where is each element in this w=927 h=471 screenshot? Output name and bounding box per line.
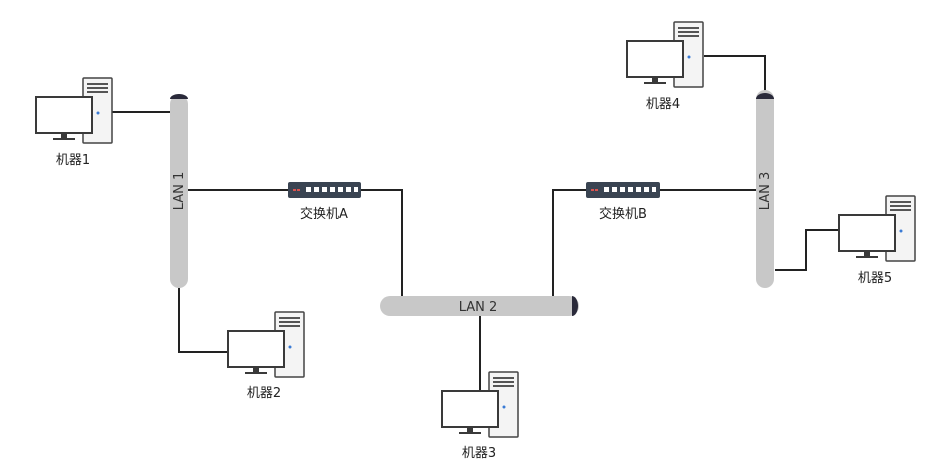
lan1-label: LAN 1: [172, 172, 187, 211]
computer-icon: [838, 195, 916, 262]
switch-b: 交换机B: [586, 182, 660, 222]
computer-icon: [626, 21, 704, 88]
machine-5-label: 机器5: [858, 271, 892, 286]
switch-a-label: 交换机A: [300, 206, 348, 222]
lan2-bus: LAN 2: [380, 296, 579, 316]
machine-2-label: 机器2: [247, 386, 281, 401]
lan3-bus: LAN 3: [756, 90, 774, 288]
link-lan1-m2: [178, 288, 228, 353]
machine-1: 机器1: [35, 77, 113, 168]
lan1-bus: LAN 1: [170, 94, 188, 288]
link-lan2-switchB: [552, 189, 588, 298]
machine-5: 机器5: [838, 195, 916, 286]
machine-3: 机器3: [441, 371, 519, 461]
link-m4-lan3: [704, 55, 766, 95]
machine-4: 机器4: [626, 21, 704, 112]
machine-3-label: 机器3: [462, 446, 496, 461]
computer-icon: [227, 311, 305, 378]
link-switchA-lan2: [360, 189, 403, 298]
connection-lines: [112, 55, 840, 392]
machine-4-label: 机器4: [646, 97, 680, 112]
switch-a: 交换机A: [288, 182, 361, 222]
link-lan3-m5: [775, 229, 840, 271]
computer-icon: [441, 371, 519, 438]
machine-1-label: 机器1: [56, 153, 90, 168]
switch-b-label: 交换机B: [599, 206, 647, 222]
machine-2: 机器2: [227, 311, 305, 401]
lan3-label: LAN 3: [758, 172, 773, 211]
computer-icon: [35, 77, 113, 144]
lan2-label: LAN 2: [459, 300, 498, 315]
